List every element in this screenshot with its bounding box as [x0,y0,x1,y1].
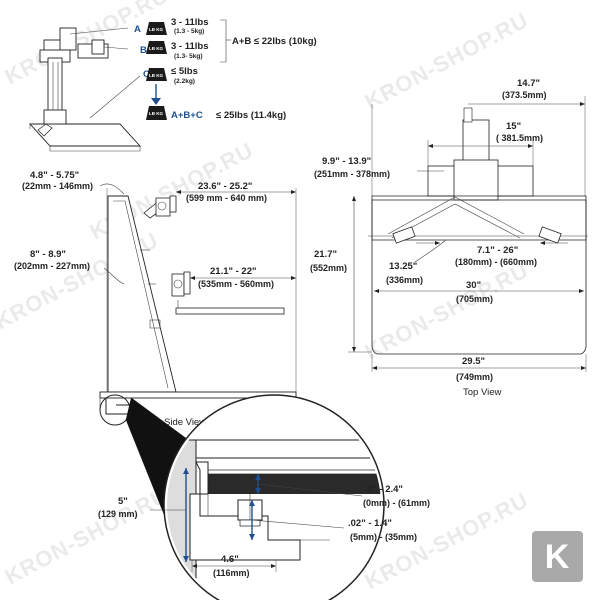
weight-abc-value: ≤ 25lbs (11.4kg) [216,110,286,121]
clamp-d4-metric: (116mm) [213,568,250,578]
clamp-detail: 0" - 2.4" (0mm) - (61mm) 5" (129 mm) .02… [98,394,430,600]
weight-b-icon [146,41,167,54]
side-d3-metric: (202mm - 227mm) [14,261,90,271]
side-d4-value: 21.1" - 22" [210,266,257,277]
top-d4-metric: (552mm) [310,263,347,273]
weight-a-value: 3 - 11lbs [171,17,209,28]
top-d7-metric: (705mm) [456,294,493,304]
watermark: KRON-SHOP.RU [1,482,173,589]
clamp-d2-value: 5" [118,496,128,507]
product-sketch [28,27,142,152]
clamp-d4-value: 4.6" [221,554,239,565]
weight-a-letter: A [134,24,141,35]
top-d5-metric: (180mm) - (660mm) [455,257,537,267]
weight-a-kg: LB KG [149,27,163,32]
side-view: 4.8" - 5.75" (22mm - 146mm) 23.6" - 25.2… [14,170,297,428]
top-d2-value: 15" [506,121,521,132]
weight-c-value: ≤ 5lbs [171,66,198,77]
side-d1-value: 4.8" - 5.75" [30,170,79,181]
top-d8-value: 29.5" [462,356,485,367]
side-view-label: Side View [164,417,206,428]
arrow-down-icon [151,98,161,105]
top-view-label: Top View [463,387,502,398]
top-d3-metric: (251mm - 378mm) [314,169,390,179]
side-d4-metric: (535mm - 560mm) [198,279,274,289]
watermark: KRON-SHOP.RU [361,257,533,364]
top-d8-metric: (749mm) [456,372,493,382]
side-d3-value: 8" - 8.9" [30,249,66,260]
top-d6-value: 13.25" [389,261,417,272]
top-d1-value: 14.7" [517,78,540,89]
side-d1-metric: (22mm - 146mm) [22,181,93,191]
weight-callouts: A LB KG 3 - 11lbs (1.3 - 5kg) B LB KG 3 … [134,17,317,121]
weight-abc-icon [146,106,167,120]
weight-b-kg: LB KG [149,46,163,51]
ab-bracket [220,19,227,63]
top-d1-metric: (373.5mm) [502,90,547,100]
weight-c-icon [146,68,167,81]
clamp-d1-metric: (0mm) - (61mm) [363,498,430,508]
weight-b-metric: (1.3- 5kg) [174,53,203,60]
clamp-d1-value: 0" - 2.4" [367,484,403,495]
weight-ab-total: A+B ≤ 22lbs (10kg) [232,36,317,47]
weight-a-icon [146,22,167,35]
clamp-d3-value: .02" - 1.4" [348,518,392,529]
weight-c-kg: LB KG [149,73,163,78]
top-d2-metric: ( 381.5mm) [496,133,543,143]
top-d6-metric: (336mm) [386,275,423,285]
top-d4-value: 21.7" [314,249,337,260]
clamp-d2-metric: (129 mm) [98,509,138,519]
brand-logo: K [532,531,583,582]
side-d2-value: 23.6" - 25.2" [198,181,252,192]
top-d3-value: 9.9" - 13.9" [322,156,371,167]
weight-c-letter: C [143,69,150,80]
logo-letter: K [545,538,570,576]
weight-b-letter: B [140,45,147,56]
top-view: 14.7" (373.5mm) 15" ( 381.5mm) 9.9" - 13… [310,78,588,398]
weight-abc-letters: A+B+C [171,110,203,121]
weight-b-value: 3 - 11lbs [171,41,209,52]
weight-abc-kg: LB KG [149,111,163,116]
side-d2-metric: (599 mm - 640 mm) [186,193,267,203]
top-d7-value: 30" [466,280,481,291]
top-d5-value: 7.1" - 26" [477,245,518,256]
weight-a-metric: (1.3 - 5kg) [174,28,204,35]
weight-c-metric: (2.2kg) [174,78,195,85]
clamp-d3-metric: (5mm) - (35mm) [350,532,417,542]
